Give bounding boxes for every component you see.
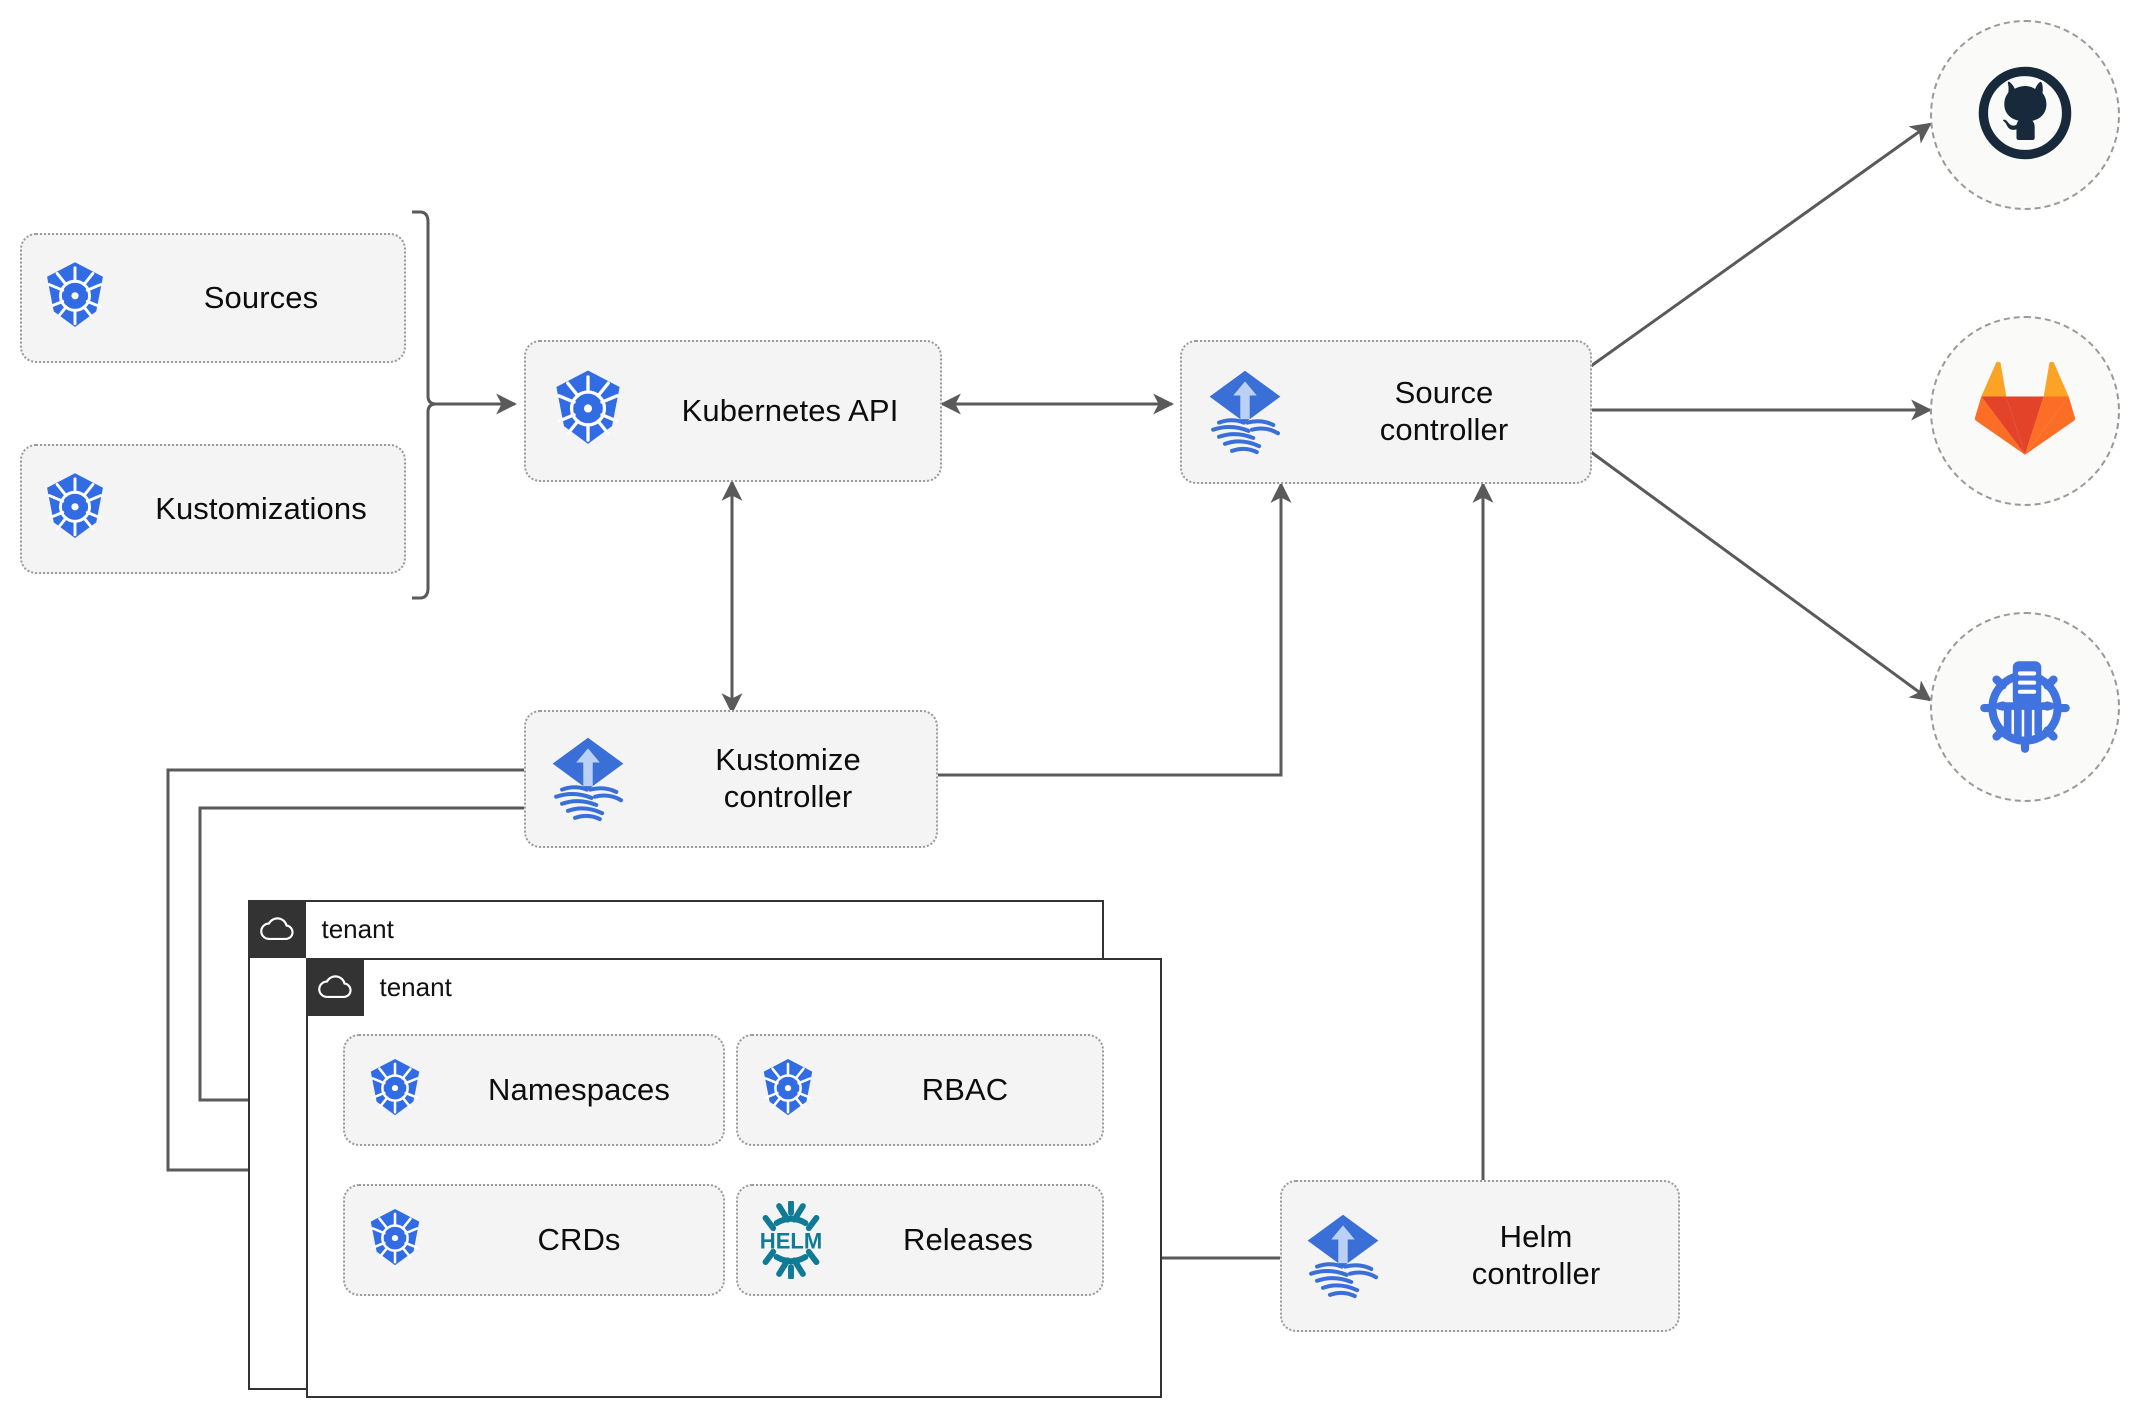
node-label: Helm controller xyxy=(1471,1219,1601,1291)
wire-kustomize-controller-source-controller xyxy=(938,481,1292,777)
node-label: Kustomize controller xyxy=(715,742,861,814)
kubernetes-icon xyxy=(738,1057,838,1123)
node-label: Sources xyxy=(203,279,319,315)
node-label: Kubernetes API xyxy=(681,392,899,428)
node-label: RBAC xyxy=(921,1071,1009,1107)
helm-wordmark: HELM xyxy=(760,1228,822,1253)
wire-source-controller-helm-repository xyxy=(1590,450,1932,702)
node-kubernetes-api[interactable]: Kubernetes API xyxy=(524,340,942,482)
kubernetes-icon xyxy=(526,368,650,454)
flux-icon xyxy=(1182,366,1308,458)
helm-icon: HELM xyxy=(738,1201,844,1279)
node-sources[interactable]: Sources xyxy=(20,233,406,363)
node-label: Kustomizations xyxy=(155,490,367,526)
tenant-label: tenant xyxy=(321,913,394,944)
flux-icon xyxy=(1282,1210,1404,1302)
node-label: Releases xyxy=(902,1221,1034,1257)
flux-icon xyxy=(526,733,650,825)
node-crds[interactable]: CRDs xyxy=(343,1184,725,1296)
node-label: CRDs xyxy=(537,1221,621,1257)
node-helm-controller[interactable]: Helm controller xyxy=(1280,1180,1680,1332)
node-kustomizations[interactable]: Kustomizations xyxy=(20,444,406,574)
node-rbac[interactable]: RBAC xyxy=(736,1034,1104,1146)
tenant-label: tenant xyxy=(379,971,452,1002)
helm-repository-icon xyxy=(1969,649,2081,766)
tenant-header: tenant xyxy=(305,957,452,1016)
provider-github[interactable] xyxy=(1930,20,2120,210)
gitlab-icon xyxy=(1973,359,2077,464)
cloud-icon xyxy=(247,899,306,958)
cloud-icon xyxy=(305,957,364,1016)
node-kustomize-controller[interactable]: Kustomize controller xyxy=(524,710,938,848)
kubernetes-icon xyxy=(345,1207,445,1273)
kubernetes-icon xyxy=(22,471,128,547)
kubernetes-icon xyxy=(345,1057,445,1123)
node-label: Namespaces xyxy=(488,1071,670,1107)
provider-helm-repository[interactable] xyxy=(1930,612,2120,802)
tenant-container-2[interactable]: tenant xyxy=(305,957,1162,1398)
node-namespaces[interactable]: Namespaces xyxy=(343,1034,725,1146)
github-icon xyxy=(1973,61,2077,170)
wire-bracket-to-kubernetes-api xyxy=(412,210,437,600)
node-source-controller[interactable]: Source controller xyxy=(1180,340,1592,484)
provider-gitlab[interactable] xyxy=(1930,316,2120,506)
tenant-header: tenant xyxy=(247,899,394,958)
node-label: Source controller xyxy=(1379,375,1509,447)
kubernetes-icon xyxy=(22,260,128,336)
node-releases[interactable]: HELM Releases xyxy=(736,1184,1104,1296)
wire-source-controller-github xyxy=(1590,122,1932,368)
